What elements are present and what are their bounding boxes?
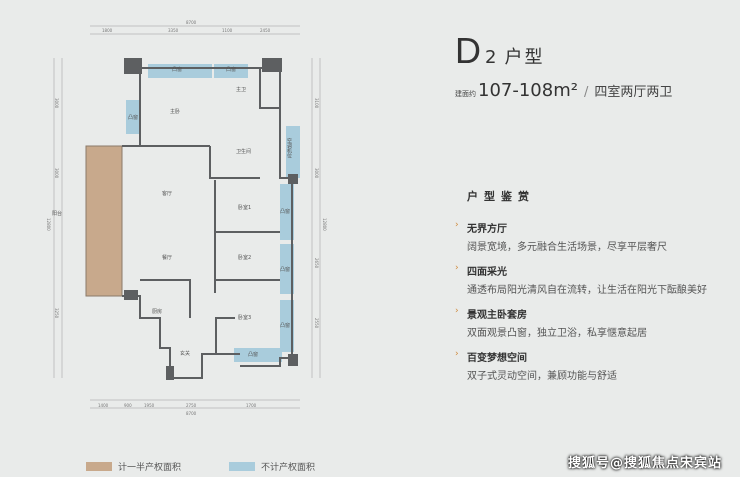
room-master-bath: 主卫	[236, 87, 247, 93]
dim-left-b: 3000	[54, 168, 59, 179]
room-bay1: 凸窗	[172, 67, 183, 73]
dim-right-b: 3000	[314, 168, 319, 179]
area-prefix: 建面约	[455, 90, 476, 98]
bay-window-6	[280, 300, 294, 352]
feature-item: › 无界方厅 阔景宽境，多元融合生活场景，尽享平层奢尺	[455, 220, 707, 253]
feature-desc: 双面观景凸窗，独立卫浴，私享惬意起居	[467, 328, 647, 339]
floor-plan: 阳台 主卧 客厅 餐厅 厨房 卧室1 卧室2 卧室3 主卫 卫生间 凸窗 凸窗 …	[40, 18, 340, 418]
feature-desc: 双子式灵动空间，兼顾功能与舒适	[467, 371, 617, 382]
watermark: 搜狐号@搜狐焦点宋宾站	[567, 456, 722, 471]
chevron-right-icon: ›	[455, 349, 459, 359]
room-entry: 玄关	[180, 351, 191, 357]
chevron-right-icon: ›	[455, 263, 459, 273]
section-title: 户型鉴赏	[467, 190, 535, 203]
room-master: 主卧	[170, 109, 181, 115]
legend-excluded: 不计产权面积	[229, 460, 315, 473]
bay-window-5	[280, 244, 294, 294]
room-bedroom2: 卧室2	[238, 255, 252, 261]
dim-bottom-c: 1950	[144, 403, 155, 408]
dim-bottom-b: 900	[124, 403, 132, 408]
dim-bottom-e: 1700	[246, 403, 257, 408]
dim-right-a: 3100	[314, 98, 319, 109]
dim-top-a: 1800	[102, 28, 113, 33]
dim-left-c: 3250	[54, 308, 59, 319]
feature-item: › 四面采光 通透布局阳光清风自在流转，让生活在阳光下酝酿美好	[455, 263, 707, 296]
dim-top-total: 8700	[186, 20, 197, 25]
dim-top-b: 3350	[168, 28, 179, 33]
feature-desc: 通透布局阳光清风自在流转，让生活在阳光下酝酿美好	[467, 285, 707, 296]
feature-item: › 百变梦想空间 双子式灵动空间，兼顾功能与舒适	[455, 349, 707, 382]
area-separator: /	[583, 85, 589, 100]
ac-unit	[286, 126, 300, 178]
bay-window-7	[234, 348, 282, 362]
feature-item: › 景观主卧套房 双面观景凸窗，独立卫浴，私享惬意起居	[455, 306, 707, 339]
type-letter: D	[455, 30, 481, 71]
type-number: 2	[485, 47, 497, 68]
legend-excluded-label: 不计产权面积	[261, 463, 316, 473]
dim-bottom-total: 8700	[186, 411, 197, 416]
info-panel: D 2 户型 建面约 107-108m² / 四室两厅两卫 户型鉴赏 › 无界方…	[455, 30, 735, 382]
room-bay2: 凸窗	[226, 67, 237, 73]
dim-right-total: 12800	[322, 218, 327, 231]
dim-top-c: 1100	[222, 28, 233, 33]
room-bay3: 凸窗	[128, 115, 139, 121]
room-kitchen: 厨房	[152, 309, 163, 315]
room-balcony: 阳台	[52, 211, 63, 217]
legend-half-swatch	[86, 462, 112, 471]
balcony-area	[85, 145, 123, 297]
chevron-right-icon: ›	[455, 220, 459, 230]
feature-desc: 阔景宽境，多元融合生活场景，尽享平层奢尺	[467, 242, 667, 253]
room-bay7: 凸窗	[248, 352, 259, 358]
room-living: 客厅	[162, 191, 173, 197]
type-suffix: 户型	[504, 47, 545, 68]
legend: 计一半产权面积 不计产权面积	[86, 460, 355, 473]
dim-left-a: 3000	[54, 98, 59, 109]
dim-bottom-a: 1400	[98, 403, 109, 408]
dim-left-total: 12800	[46, 218, 51, 231]
room-bay5: 凸窗	[280, 267, 291, 273]
floor-plan-drawing	[53, 25, 321, 409]
legend-half-label: 计一半产权面积	[118, 463, 182, 473]
room-bay6: 凸窗	[280, 323, 291, 329]
dim-right-c: 2650	[314, 258, 319, 269]
feature-title: 百变梦想空间	[467, 353, 527, 364]
feature-title: 无界方厅	[467, 224, 507, 235]
legend-excluded-swatch	[229, 462, 256, 471]
bay-window-4	[280, 184, 294, 240]
chevron-right-icon: ›	[455, 306, 459, 316]
legend-half: 计一半产权面积	[86, 460, 181, 473]
room-dining: 餐厅	[162, 255, 173, 261]
feature-title: 景观主卧套房	[467, 310, 527, 321]
area-line: 建面约 107-108m² / 四室两厅两卫	[455, 80, 735, 101]
dim-top-d: 2450	[260, 28, 271, 33]
dim-right-d: 2550	[314, 318, 319, 329]
room-bay4: 凸窗	[280, 209, 291, 215]
room-bath: 卫生间	[236, 149, 252, 155]
room-ac: 空调机位	[286, 138, 292, 158]
unit-type-title: D 2 户型	[455, 30, 735, 72]
feature-list: › 无界方厅 阔景宽境，多元融合生活场景，尽享平层奢尺 › 四面采光 通透布局阳…	[455, 220, 707, 392]
room-bedroom1: 卧室1	[238, 205, 252, 211]
bay-window-3	[126, 100, 140, 134]
feature-title: 四面采光	[467, 267, 507, 278]
room-bedroom3: 卧室3	[238, 315, 252, 321]
room-layout: 四室两厅两卫	[594, 85, 673, 100]
area-value: 107-108m²	[478, 80, 578, 101]
dim-bottom-d: 2750	[186, 403, 197, 408]
